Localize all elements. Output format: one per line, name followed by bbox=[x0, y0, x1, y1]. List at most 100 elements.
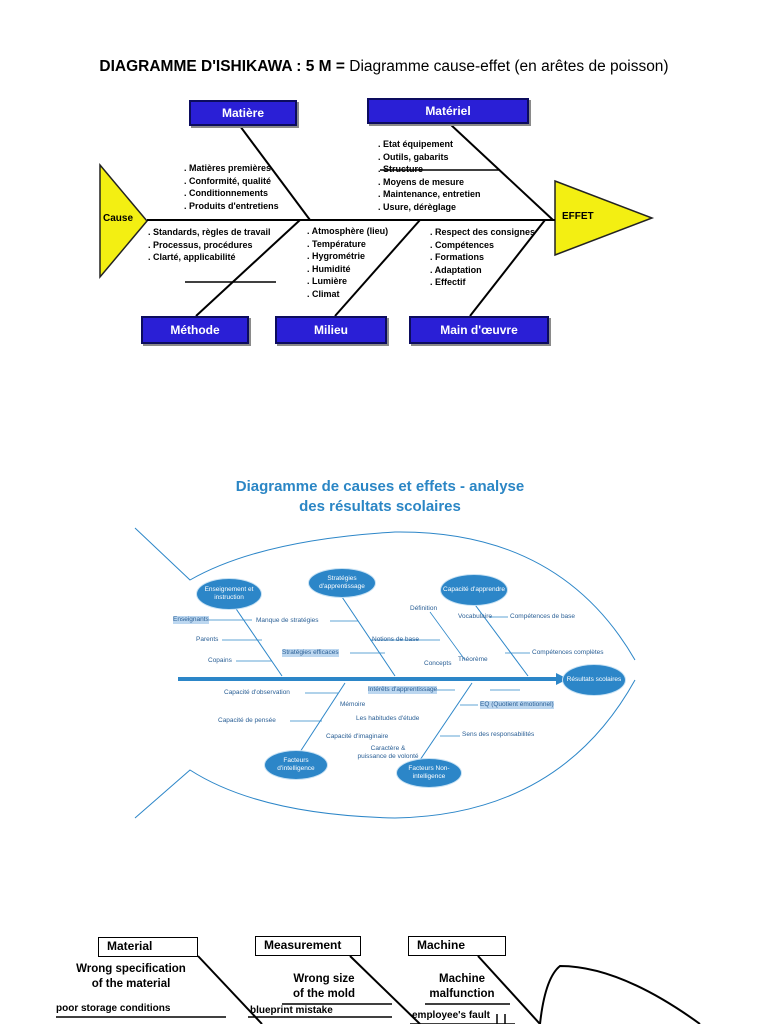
label-definition: Définition bbox=[410, 605, 438, 612]
list-item: . Moyens de mesure bbox=[378, 176, 465, 187]
node-strategies: Stratégies d'apprentissage bbox=[308, 568, 376, 598]
bone-main-oeuvre bbox=[469, 219, 546, 317]
text-wrong-spec-line2: of the material bbox=[91, 978, 171, 990]
label-responsabilites: Sens des responsabilités bbox=[462, 731, 535, 738]
box-main-oeuvre: Main d'œuvre bbox=[409, 316, 549, 344]
fish-head-arc bbox=[539, 964, 701, 1024]
list-item: . Matières premières bbox=[184, 163, 272, 173]
label-vocabulaire: Vocabulaire bbox=[458, 613, 492, 620]
list-item: . Formations bbox=[430, 252, 485, 263]
list-item: . Produits d'entretiens bbox=[184, 200, 279, 211]
cause-label: Cause bbox=[103, 213, 134, 224]
list-item: . Structure bbox=[378, 164, 424, 175]
effet-triangle bbox=[554, 179, 655, 257]
text-wrong-size: Wrong size of the mold bbox=[276, 972, 372, 1002]
label-theoreme: Théorème bbox=[458, 656, 488, 663]
node-facteurs-intelligence: Facteurs d'intelligence bbox=[264, 750, 328, 780]
box-matiere: Matière bbox=[189, 100, 297, 126]
list-item: . Usure, dérèglage bbox=[378, 201, 457, 212]
list-item: . Compétences bbox=[430, 239, 495, 250]
diagram1-lines bbox=[99, 123, 655, 317]
label-observation: Capacité d'observation bbox=[224, 689, 290, 696]
text-wrong-specification: Wrong specification of the material bbox=[66, 962, 196, 992]
diagram2-title-line2: des résultats scolaires bbox=[299, 498, 461, 515]
box-machine: Machine bbox=[408, 936, 506, 956]
list-item: . Effectif bbox=[430, 277, 466, 288]
label-imaginaire: Capacité d'imaginaire bbox=[326, 733, 389, 740]
text-employee-fault: employee's fault bbox=[412, 1010, 490, 1021]
label-pensee: Capacité de pensée bbox=[218, 717, 276, 724]
bone-facteurs-non bbox=[419, 682, 473, 761]
label-parents: Parents bbox=[196, 636, 219, 643]
label-caractere-line2: puissance de volonté bbox=[357, 753, 419, 760]
label-notions: Notions de base bbox=[372, 636, 419, 643]
list-methode: . Standards, règles de travail . Process… bbox=[148, 226, 271, 264]
list-item: . Adaptation bbox=[430, 264, 482, 275]
bone-enseignement bbox=[229, 599, 283, 677]
list-item: . Conditionnements bbox=[184, 188, 268, 199]
label-competences-completes: Compétences complètes bbox=[532, 649, 604, 656]
diagram1-title: DIAGRAMME D'ISHIKAWA : 5 M = Diagramme c… bbox=[0, 58, 768, 76]
bone-strategies bbox=[339, 593, 396, 677]
list-item: . Standards, règles de travail bbox=[148, 227, 271, 237]
list-item: . Lumière bbox=[307, 276, 348, 287]
list-item: . Conformité, qualité bbox=[184, 175, 272, 186]
box-materiel: Matériel bbox=[367, 98, 529, 124]
list-item: . Respect des consignes bbox=[430, 227, 536, 237]
bone-milieu bbox=[334, 219, 421, 317]
bone-matiere bbox=[239, 125, 311, 221]
text-blueprint: blueprint mistake bbox=[250, 1005, 333, 1016]
label-memoire: Mémoire bbox=[340, 701, 366, 708]
list-item: . Atmosphère (lieu) bbox=[307, 226, 389, 236]
bone-methode bbox=[195, 219, 301, 317]
text-machine-malf-line1: Machine bbox=[438, 973, 485, 985]
box-milieu: Milieu bbox=[275, 316, 387, 344]
list-item: . Hygrométrie bbox=[307, 251, 366, 262]
list-item: . Outils, gabarits bbox=[378, 151, 449, 162]
label-strategies-efficaces: Stratégies efficaces bbox=[282, 649, 339, 657]
bone-machine bbox=[477, 955, 541, 1024]
node-resultats: Résultats scolaires bbox=[562, 664, 626, 696]
label-caractere-line1: Caractère & bbox=[370, 745, 406, 752]
list-item: . Humidité bbox=[307, 263, 351, 274]
node-enseignement: Enseignement et instruction bbox=[196, 578, 262, 610]
box-material: Material bbox=[98, 937, 198, 957]
list-item: . Température bbox=[307, 238, 366, 249]
label-concepts: Concepts bbox=[424, 660, 452, 667]
diagram1-title-rest: Diagramme cause-effet (en arêtes de pois… bbox=[344, 58, 669, 75]
text-wrong-size-line1: Wrong size bbox=[293, 973, 355, 985]
label-eq: EQ (Quotient émotionnel) bbox=[480, 701, 554, 709]
text-wrong-size-line2: of the mold bbox=[293, 988, 355, 1000]
text-machine-malf-line2: malfunction bbox=[429, 988, 495, 1000]
sub-line bbox=[429, 611, 466, 661]
diagram2-title-line1: Diagramme de causes et effets - analyse bbox=[235, 478, 525, 495]
list-item: . Etat équipement bbox=[378, 139, 454, 149]
cause-triangle bbox=[99, 162, 148, 280]
list-milieu: . Atmosphère (lieu) . Température . Hygr… bbox=[307, 225, 388, 301]
label-enseignants: Enseignants bbox=[173, 616, 209, 624]
diagram2-title: Diagramme de causes et effets - analyse … bbox=[0, 477, 760, 517]
list-materiel: . Etat équipement . Outils, gabarits . S… bbox=[378, 138, 481, 214]
box-measurement: Measurement bbox=[255, 936, 361, 956]
diagram2-lines bbox=[134, 527, 636, 819]
label-manque: Manque de stratégies bbox=[256, 617, 319, 624]
list-main-oeuvre: . Respect des consignes . Compétences . … bbox=[430, 226, 535, 289]
node-capacite: Capacité d'apprendre bbox=[440, 574, 508, 606]
bone-facteurs-intel bbox=[299, 682, 346, 753]
node-facteurs-non-intelligence: Facteurs Non-intelligence bbox=[396, 758, 462, 788]
label-interets: Intérêts d'apprentissage bbox=[368, 686, 438, 694]
bone-material bbox=[197, 955, 263, 1024]
list-item: . Maintenance, entretien bbox=[378, 189, 481, 200]
fish-outline-top bbox=[134, 527, 636, 661]
label-copains: Copains bbox=[208, 657, 232, 664]
fish-outline-bottom bbox=[134, 679, 636, 819]
list-item: . Clarté, applicabilité bbox=[148, 252, 236, 263]
bone-measurement bbox=[349, 955, 421, 1024]
list-item: . Processus, procédures bbox=[148, 239, 253, 250]
label-caractere: Caractère & puissance de volonté bbox=[348, 745, 428, 761]
bone-capacite bbox=[469, 597, 529, 677]
text-wrong-spec-line1: Wrong specification bbox=[76, 963, 186, 975]
effet-label: EFFET bbox=[562, 211, 594, 222]
list-matiere: . Matières premières . Conformité, quali… bbox=[184, 162, 279, 212]
